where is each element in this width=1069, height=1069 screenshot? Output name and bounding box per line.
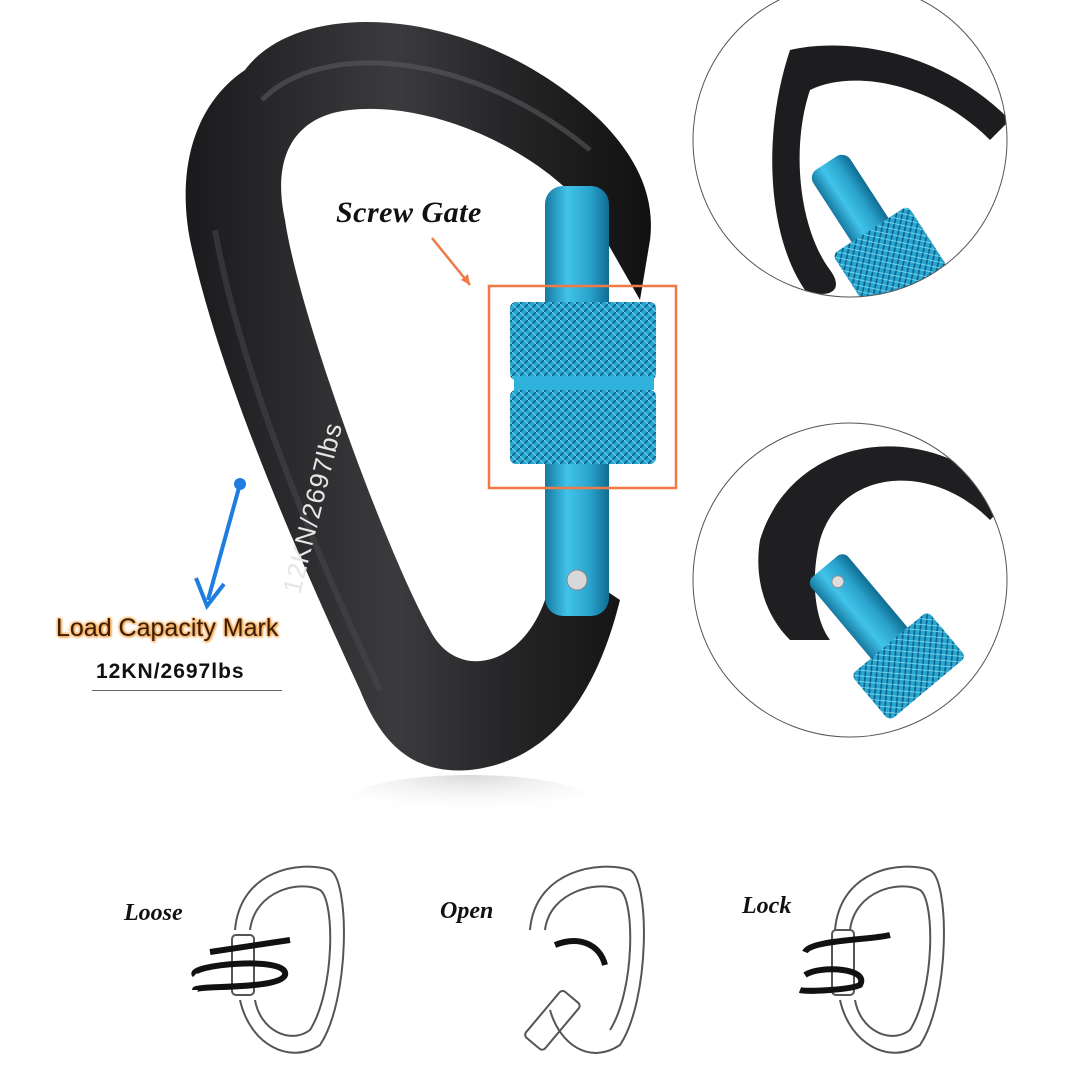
gate-sleeve-upper bbox=[510, 302, 656, 380]
step-label-loose: Loose bbox=[124, 900, 183, 926]
detail-closeup-open-gate bbox=[692, 0, 1008, 298]
rivet bbox=[566, 569, 588, 591]
carabiner-body bbox=[185, 21, 651, 825]
screw-gate-callout-box bbox=[487, 284, 678, 490]
step-label-open: Open bbox=[440, 898, 494, 924]
load-capacity-value: 12KN/2697lbs bbox=[96, 660, 245, 683]
screw-gate-label: Screw Gate bbox=[336, 196, 482, 229]
screw-gate bbox=[510, 186, 656, 616]
gate-sleeve-lower bbox=[510, 390, 656, 464]
load-capacity-underline bbox=[92, 690, 282, 691]
detail-closeup-hinge bbox=[692, 422, 1008, 738]
step-label-lock: Lock bbox=[742, 893, 792, 919]
load-pointer-arrow-icon bbox=[194, 478, 246, 611]
step-open-diagram-icon bbox=[524, 865, 645, 1054]
step-lock-diagram-icon bbox=[798, 865, 945, 1054]
step-loose-diagram-icon bbox=[191, 865, 345, 1054]
load-capacity-label: Load Capacity Mark bbox=[56, 614, 279, 642]
screw-gate-arrow-icon bbox=[431, 237, 471, 286]
